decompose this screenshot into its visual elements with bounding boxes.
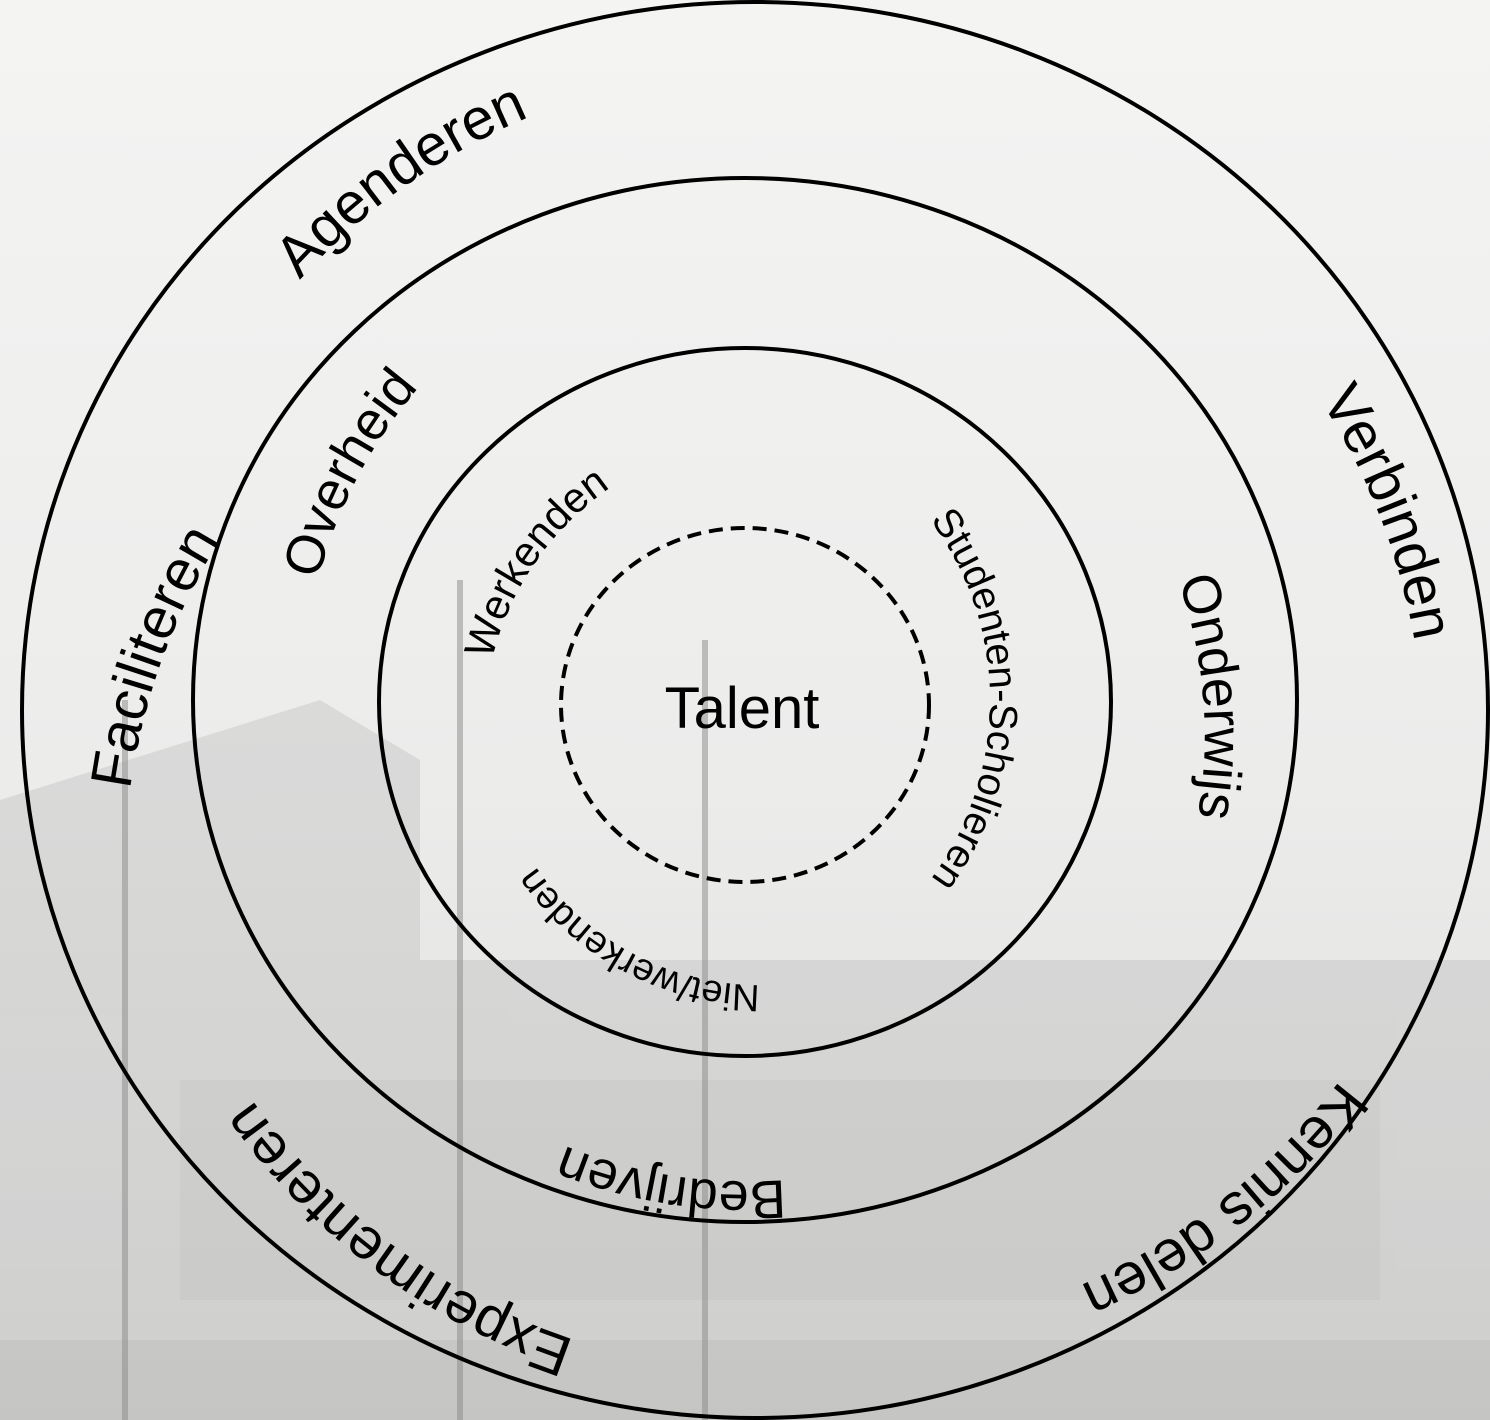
background-building (0, 700, 1490, 1420)
middle-ring (191, 176, 1299, 1224)
background-flagpoles (122, 580, 708, 1420)
center-label-talent: Talent (665, 676, 820, 741)
outer-ring (20, 0, 1490, 1420)
core-dashed-ring (559, 526, 931, 884)
inner-ring (377, 346, 1113, 1058)
